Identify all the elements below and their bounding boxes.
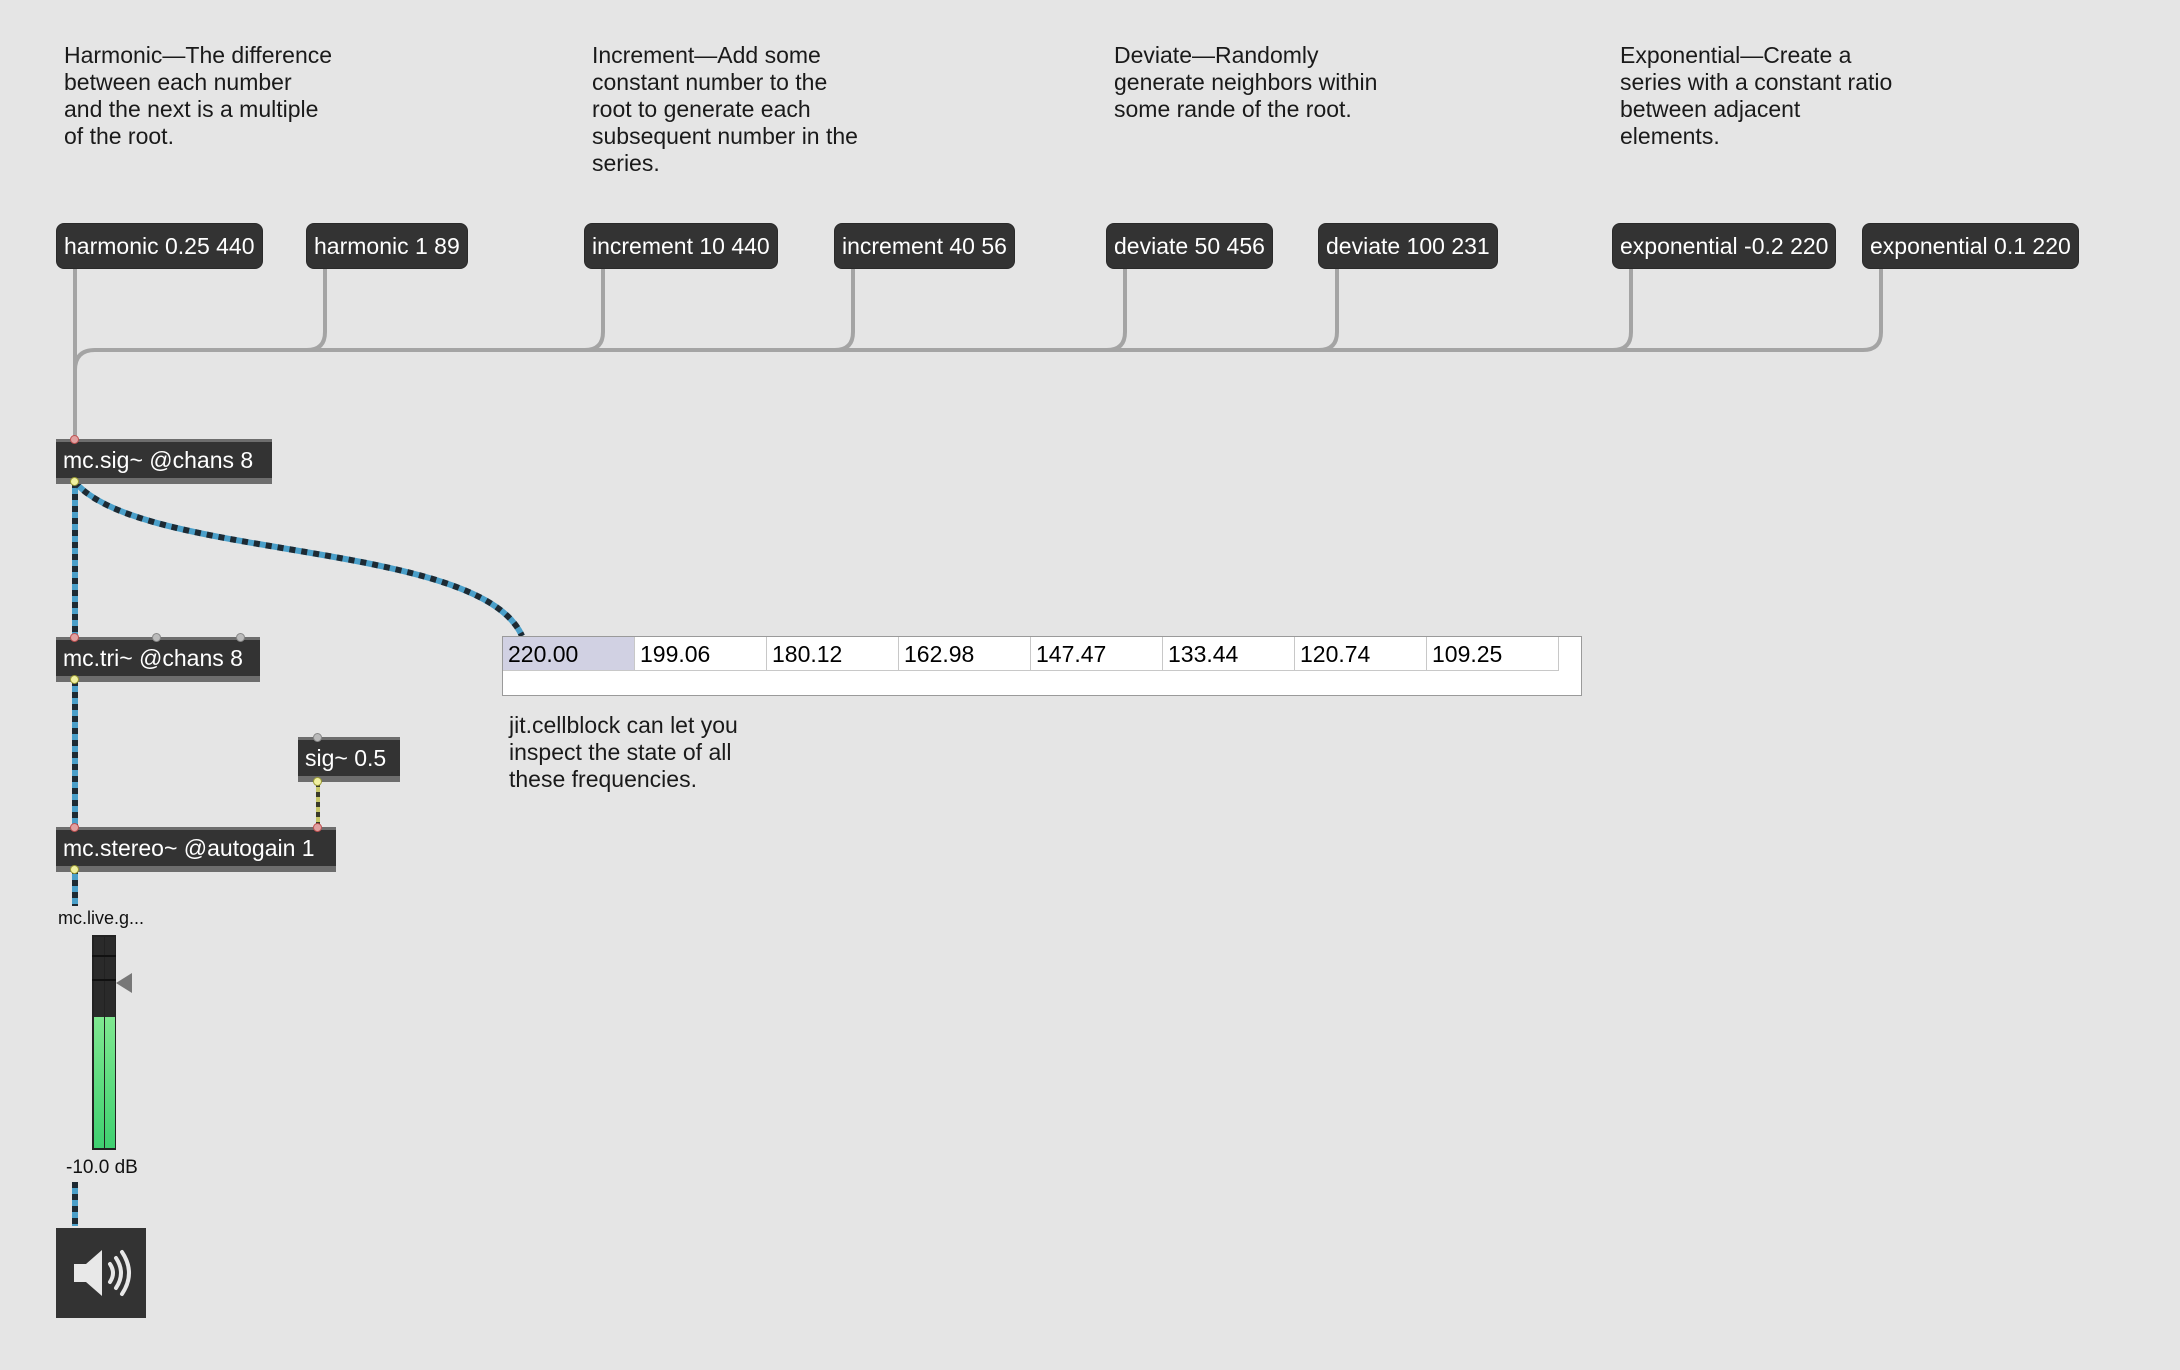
cellblock-cell[interactable]: 147.47 (1031, 637, 1163, 671)
cellblock-cell[interactable]: 199.06 (635, 637, 767, 671)
mctri-inlet[interactable] (70, 633, 79, 642)
object-mc-sig[interactable]: mc.sig~ @chans 8 (56, 439, 272, 484)
comment-harmonic: Harmonic—The difference between each num… (64, 42, 333, 149)
mctri-inlet-2[interactable] (152, 633, 161, 642)
mcsig-inlet[interactable] (70, 435, 79, 444)
message-harmonic-1-89[interactable]: harmonic 1 89 (307, 224, 467, 268)
object-sig[interactable]: sig~ 0.5 (298, 737, 400, 782)
comment-cellblock: jit.cellblock can let you inspect the st… (509, 712, 738, 792)
comment-increment: Increment—Add some constant number to th… (592, 42, 858, 176)
cellblock-cell[interactable]: 133.44 (1163, 637, 1295, 671)
mcstereo-inlet-left[interactable] (70, 823, 79, 832)
message-deviate-50-456[interactable]: deviate 50 456 (1107, 224, 1272, 268)
cellblock-cell[interactable]: 120.74 (1295, 637, 1427, 671)
mctri-inlet-3[interactable] (236, 633, 245, 642)
sig-inlet[interactable] (313, 733, 322, 742)
mcstereo-outlet[interactable] (70, 865, 79, 874)
meter-channel-right (105, 937, 115, 1148)
message-exponential-neg0.2-220[interactable]: exponential -0.2 220 (1613, 224, 1836, 268)
object-mc-tri[interactable]: mc.tri~ @chans 8 (56, 637, 260, 682)
meter-tick (92, 955, 116, 957)
wire-msg-7 (95, 266, 1883, 352)
control-wires (73, 266, 1883, 440)
message-deviate-100-231[interactable]: deviate 100 231 (1319, 224, 1497, 268)
gain-meter[interactable] (92, 935, 116, 1150)
comment-exponential: Exponential—Create a series with a const… (1620, 42, 1893, 149)
mctri-outlet[interactable] (70, 675, 79, 684)
dac-button[interactable] (56, 1228, 146, 1318)
message-exponential-0.1-220[interactable]: exponential 0.1 220 (1863, 224, 2078, 268)
comment-deviate: Deviate—Randomly generate neighbors with… (1114, 42, 1378, 122)
cellblock-cell[interactable]: 220.00 (503, 637, 635, 671)
wire-msg-4 (95, 266, 1127, 352)
gain-slider-handle[interactable] (116, 973, 132, 993)
meter-fill-right (105, 1017, 115, 1148)
wire-msg-3 (95, 266, 855, 352)
cellblock-cell[interactable]: 109.25 (1427, 637, 1559, 671)
mcsig-outlet[interactable] (70, 477, 79, 486)
meter-channel-left (94, 937, 104, 1148)
mcstereo-inlet-right[interactable] (313, 823, 322, 832)
speaker-icon (74, 1250, 131, 1296)
message-increment-40-56[interactable]: increment 40 56 (835, 224, 1014, 268)
message-increment-10-440[interactable]: increment 10 440 (585, 224, 777, 268)
cellblock-cell[interactable]: 180.12 (767, 637, 899, 671)
meter-fill-left (94, 1017, 104, 1148)
sig-outlet[interactable] (313, 777, 322, 786)
wire-msg-2 (95, 266, 605, 352)
wire-msg-5 (95, 266, 1339, 352)
object-mc-stereo[interactable]: mc.stereo~ @autogain 1 (56, 827, 336, 872)
cellblock-cell[interactable]: 162.98 (899, 637, 1031, 671)
gain-label: mc.live.g... (58, 908, 145, 928)
meter-tick (92, 979, 116, 981)
wire-msg-6 (95, 266, 1633, 352)
wire-msg-1 (73, 266, 327, 371)
gain-readout: -10.0 dB (66, 1157, 138, 1178)
message-harmonic-0.25-440[interactable]: harmonic 0.25 440 (57, 224, 262, 268)
